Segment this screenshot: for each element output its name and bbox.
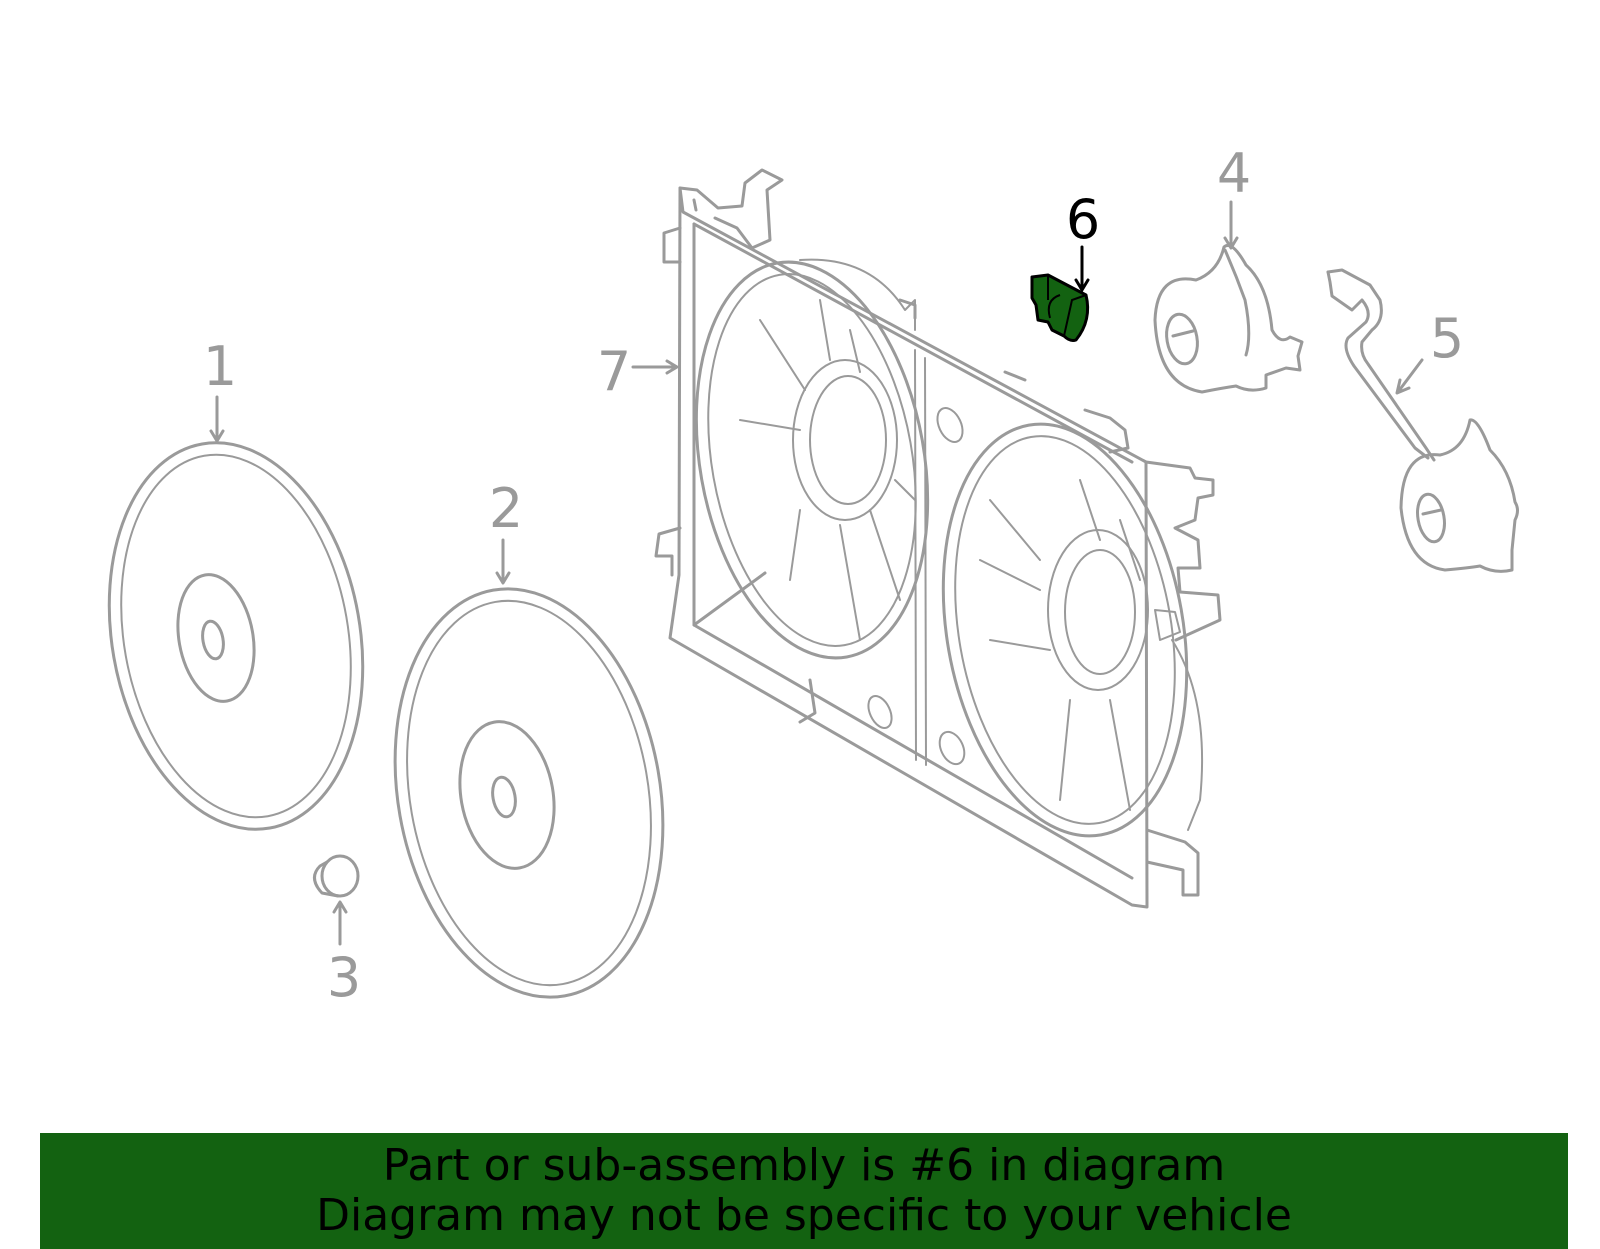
fan-motor-lower[interactable] <box>1326 268 1519 573</box>
callout-label-6: 6 <box>1066 188 1100 251</box>
fan-blade-left[interactable] <box>80 422 392 849</box>
fan-nut[interactable] <box>313 854 360 898</box>
callout-label-2: 2 <box>489 477 523 540</box>
callout-label-1: 1 <box>203 335 237 398</box>
callout-label-4: 4 <box>1217 142 1251 205</box>
fan-shroud[interactable] <box>654 168 1222 909</box>
banner-line-2: Diagram may not be specific to your vehi… <box>316 1190 1292 1241</box>
callout-label-3: 3 <box>327 946 361 1009</box>
resistor-connector[interactable] <box>1030 245 1090 342</box>
banner-line-1: Part or sub-assembly is #6 in diagram <box>382 1140 1226 1191</box>
callout-label-5: 5 <box>1430 307 1464 370</box>
info-banner: Part or sub-assembly is #6 in diagram Di… <box>40 1133 1568 1249</box>
callout-arrows <box>209 200 1424 946</box>
fan-motor-upper[interactable] <box>1153 244 1304 394</box>
callout-label-7: 7 <box>597 340 631 403</box>
fan-blade-right[interactable] <box>364 567 694 1018</box>
